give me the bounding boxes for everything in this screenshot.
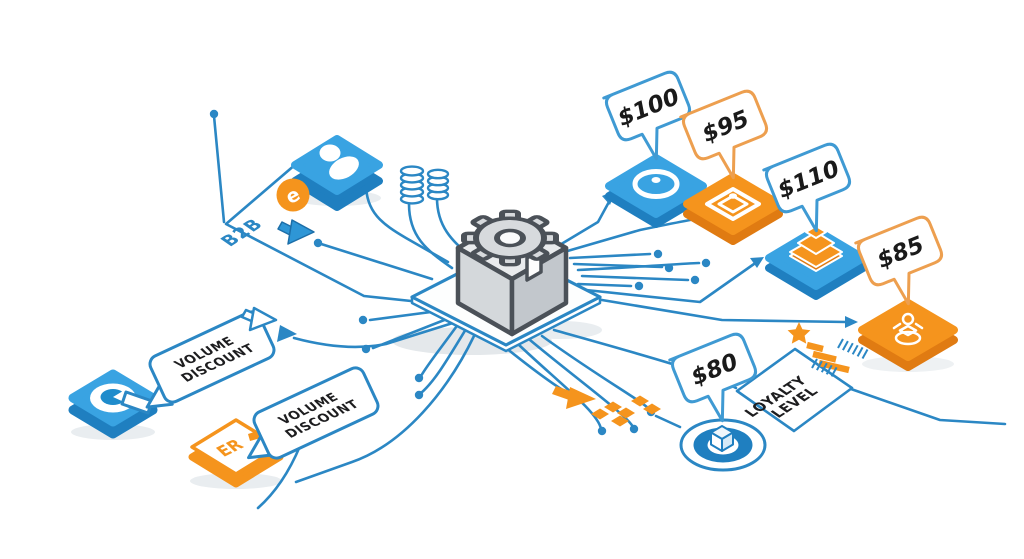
flow-arrowhead-icon: [277, 325, 297, 342]
flow-arrow-outline-icon: [240, 306, 278, 332]
orange-flow-arrow-icon: [552, 386, 596, 409]
loyalty-star-icon: [787, 322, 811, 344]
person-icon: [319, 144, 359, 180]
tag1-connector: [120, 390, 154, 415]
price-bubble-85: $85: [854, 215, 944, 306]
hatch-marks: [811, 338, 869, 377]
pie-chart-tile: [68, 369, 158, 439]
customer-card-tile: [291, 135, 383, 211]
loyalty-steps-icon: [806, 341, 850, 374]
price-bubble-95: $95: [679, 89, 769, 180]
coin-stack-icon: [399, 165, 450, 205]
currency-badge: e: [276, 178, 310, 212]
diamond-cluster-icon: [591, 395, 661, 427]
price-bubble-110: $110: [762, 142, 852, 233]
circuit-lines: [212, 114, 1007, 510]
price-dot-tile-icon: [605, 154, 707, 228]
price-bubble-100: $100: [602, 70, 692, 161]
pricing-engine-core: [410, 209, 602, 353]
gift-box-icon: [710, 425, 734, 452]
step-pyramid-tile-icon: [765, 225, 867, 300]
gear-icon: [461, 209, 559, 267]
sprout-tile-icon: [858, 299, 958, 371]
circuit-dots: [209, 109, 712, 436]
gear-box-icon: [455, 209, 569, 337]
concentric-squares-tile-icon: [683, 173, 783, 245]
b2b-arrow-icon: [277, 219, 315, 245]
price-bubble-80: $80: [668, 332, 758, 423]
target-gift-icon: [679, 418, 767, 472]
volume-discount-tag-2: VOLUME DISCOUNT: [247, 366, 380, 460]
